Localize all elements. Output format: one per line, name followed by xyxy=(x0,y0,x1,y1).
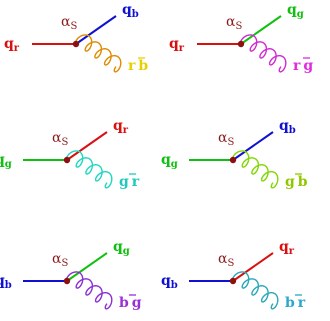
coupling-label: αS xyxy=(52,130,68,148)
coupling-label: αS xyxy=(52,251,68,269)
incoming-quark-label: qr xyxy=(169,36,185,54)
vertex-dot xyxy=(63,277,71,285)
outgoing-quark-line xyxy=(232,131,274,161)
outgoing-quark-label: qr xyxy=(113,118,129,136)
outgoing-quark-label: qg xyxy=(113,239,130,257)
coupling-label: αS xyxy=(218,130,234,148)
gluon-line xyxy=(65,271,113,310)
coupling-label: αS xyxy=(226,14,242,32)
gluon-line xyxy=(239,34,287,73)
gluon-line xyxy=(231,271,279,310)
vertex-diagram-3: αS qg qr gr xyxy=(0,118,140,190)
coupling-label: αS xyxy=(218,251,234,269)
outgoing-quark-line xyxy=(75,15,117,45)
vertex-dot xyxy=(72,40,80,48)
vertex-diagram-5: αS qb qg bg xyxy=(0,239,142,311)
outgoing-quark-line xyxy=(66,131,108,161)
outgoing-quark-label: qb xyxy=(279,118,296,136)
outgoing-quark-line xyxy=(240,15,282,45)
coupling-label: αS xyxy=(61,14,77,32)
gluon-line xyxy=(231,150,279,189)
outgoing-quark-label: qg xyxy=(287,2,304,20)
gluon-line xyxy=(74,34,122,73)
vertex-dot xyxy=(229,156,237,164)
outgoing-quark-line xyxy=(66,252,108,282)
vertex-dot xyxy=(229,277,237,285)
gluon-line xyxy=(65,150,113,189)
outgoing-quark-label: qb xyxy=(122,2,139,20)
incoming-quark-label: qb xyxy=(0,273,12,291)
incoming-quark-label: qg xyxy=(0,152,12,170)
incoming-quark-label: qb xyxy=(161,273,178,291)
vertex-dot xyxy=(63,156,71,164)
outgoing-quark-label: qr xyxy=(279,239,295,257)
outgoing-quark-line xyxy=(232,252,274,282)
incoming-quark-label: qg xyxy=(161,152,178,170)
vertex-dot xyxy=(237,40,245,48)
incoming-quark-label: qr xyxy=(4,36,20,54)
